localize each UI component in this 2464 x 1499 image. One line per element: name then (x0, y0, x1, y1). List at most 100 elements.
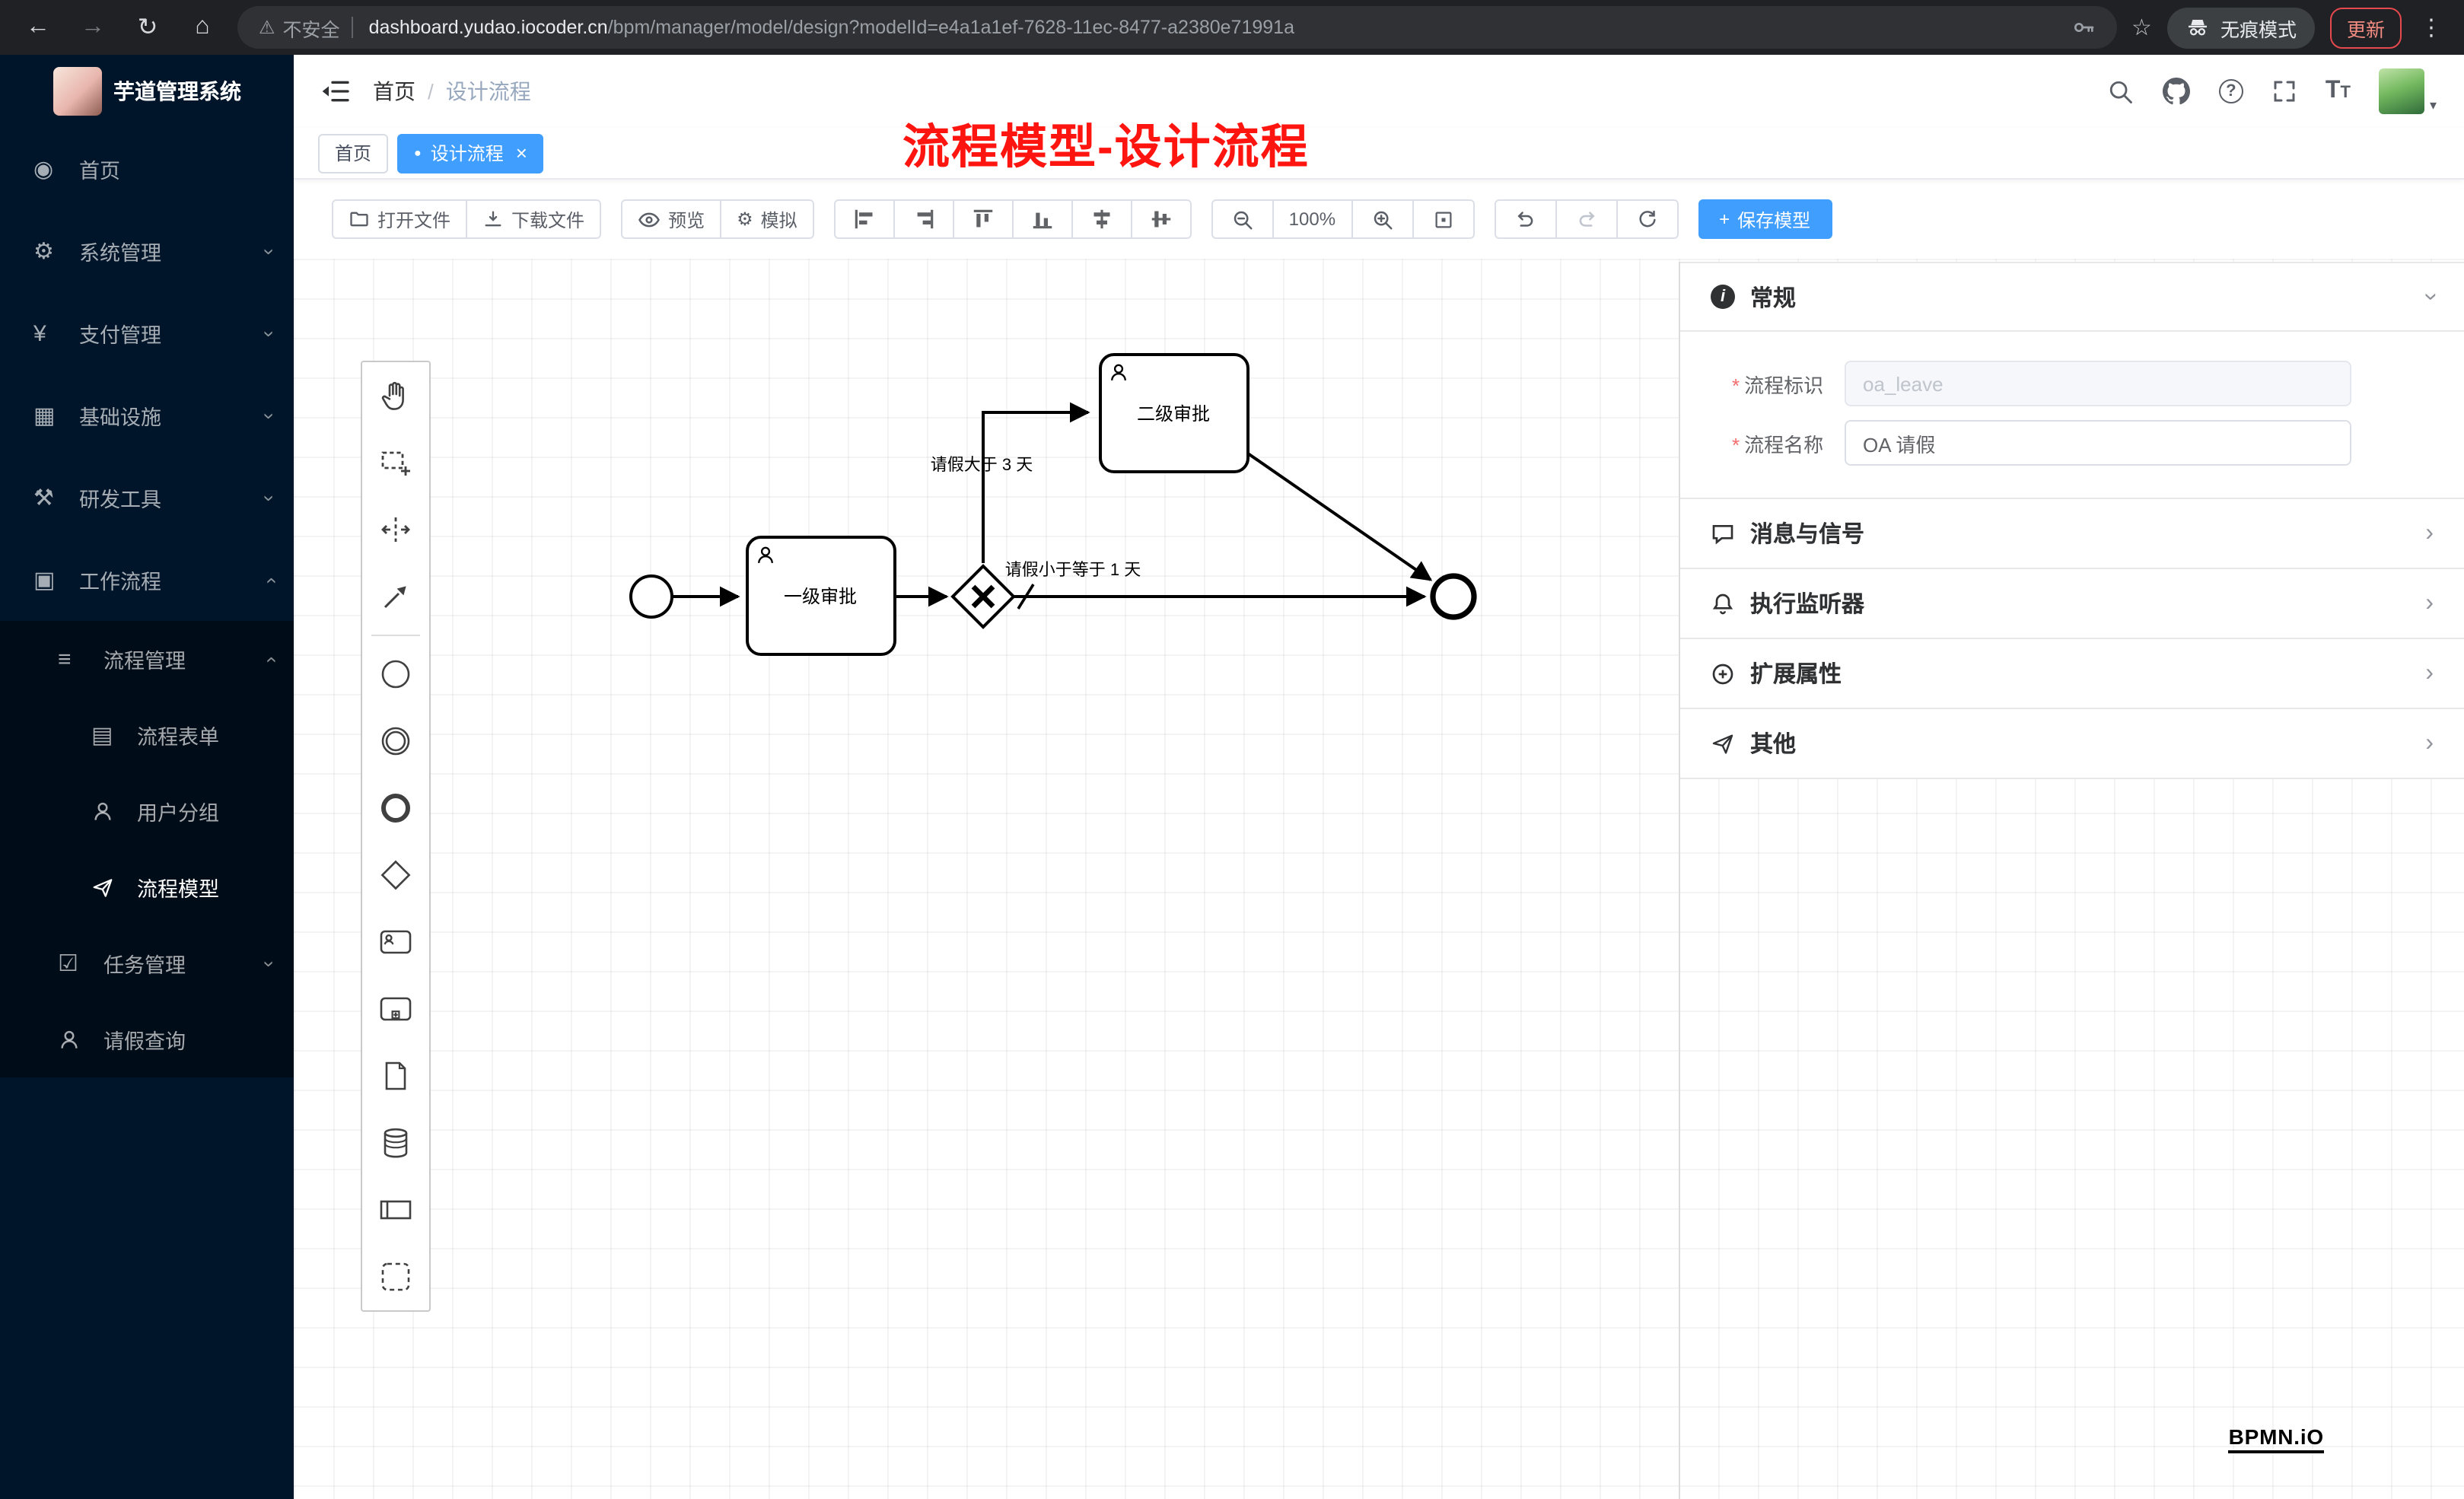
reload-icon[interactable]: ↻ (137, 15, 158, 41)
incognito-icon (2188, 20, 2207, 36)
sidebar-item-label: 系统管理 (79, 242, 161, 265)
section-execution-listener[interactable]: 执行监听器 › (1680, 569, 2464, 639)
bpmn-diagram[interactable]: 一级审批 二级审批 请假大于 3 天 请假小于等于 1 天 (294, 180, 2464, 1499)
section-message-signal[interactable]: 消息与信号 › (1680, 499, 2464, 569)
user-task-icon (380, 930, 412, 954)
sidebar-item-user-group[interactable]: 用户分组 (0, 773, 294, 849)
user-menu[interactable]: ▾ (2379, 68, 2437, 114)
hand-tool[interactable] (362, 362, 429, 429)
create-data-store[interactable] (362, 1109, 429, 1176)
user-task-level1[interactable] (746, 536, 896, 656)
save-model-button[interactable]: + 保存模型 (1698, 199, 1832, 239)
create-data-object[interactable] (362, 1042, 429, 1109)
start-event[interactable] (629, 574, 673, 619)
create-end-event[interactable] (362, 775, 429, 842)
sidebar-item-devtools[interactable]: ⚒ 研发工具 › (0, 457, 294, 539)
send-icon (1711, 731, 1735, 756)
fullscreen-icon[interactable] (2272, 79, 2297, 103)
collapse-menu-icon[interactable] (321, 76, 352, 107)
tab-design-process[interactable]: ● 设计流程 × (397, 133, 544, 173)
flow-task2-to-end[interactable] (1246, 452, 1433, 581)
sidebar-item-home[interactable]: ◉ 首页 (0, 128, 294, 210)
sidebar-item-payment[interactable]: ¥ 支付管理 › (0, 292, 294, 374)
create-subprocess[interactable] (362, 975, 429, 1042)
forward-icon[interactable]: → (81, 14, 105, 40)
end-event-icon (381, 794, 410, 823)
lasso-tool[interactable] (362, 429, 429, 496)
sidebar-item-workflow[interactable]: ▣ 工作流程 › (0, 539, 294, 621)
font-size-icon[interactable]: TT (2325, 78, 2351, 103)
help-icon[interactable]: ? (2218, 79, 2243, 103)
sidebar-item-system[interactable]: ⚙ 系统管理 › (0, 210, 294, 292)
section-extended-attributes[interactable]: 扩展属性 › (1680, 639, 2464, 709)
user-task-level2[interactable] (1099, 353, 1250, 473)
create-intermediate-event[interactable] (362, 708, 429, 775)
github-icon[interactable] (2162, 78, 2190, 105)
create-gateway[interactable] (362, 842, 429, 909)
refresh-icon (1638, 209, 1655, 227)
align-right-button[interactable] (893, 199, 954, 239)
tab-home[interactable]: 首页 (318, 133, 389, 173)
redo-button[interactable] (1555, 199, 1618, 239)
align-bottom-icon (1033, 212, 1052, 229)
open-file-button[interactable]: 打开文件 (332, 199, 468, 239)
bpmn-io-logo[interactable]: BPMN.iO (2228, 1424, 2324, 1453)
create-start-event[interactable] (362, 641, 429, 708)
zoom-in-button[interactable] (1351, 199, 1414, 239)
chevron-down-icon: › (2417, 292, 2443, 301)
section-general[interactable]: i 常规 › (1680, 262, 2464, 332)
sidebar-item-label: 流程表单 (137, 726, 219, 749)
bookmark-star-icon[interactable]: ☆ (2131, 15, 2152, 41)
section-other[interactable]: 其他 › (1680, 709, 2464, 779)
redraw-button[interactable] (1616, 199, 1679, 239)
sidebar-item-process-model[interactable]: 流程模型 (0, 849, 294, 925)
align-bottom-button[interactable] (1011, 199, 1073, 239)
end-event[interactable] (1430, 573, 1477, 620)
align-middle-button[interactable] (1130, 199, 1192, 239)
sidebar-item-label: 工作流程 (79, 571, 161, 594)
zoom-reset-button[interactable] (1412, 199, 1475, 239)
align-center-button[interactable] (1071, 199, 1132, 239)
simulate-button[interactable]: ⚙ 模拟 (720, 199, 814, 239)
sidebar-item-process-form[interactable]: ▤ 流程表单 (0, 697, 294, 773)
back-icon[interactable]: ← (26, 14, 50, 40)
process-name-input[interactable] (1845, 420, 2351, 466)
section-label: 消息与信号 (1750, 522, 1865, 548)
align-top-button[interactable] (952, 199, 1014, 239)
sidebar-item-leave-query[interactable]: 请假查询 (0, 1001, 294, 1077)
sidebar-item-process-management[interactable]: ≡ 流程管理 › (0, 621, 294, 697)
create-user-task[interactable] (362, 909, 429, 975)
preview-button[interactable]: 预览 (621, 199, 722, 239)
sidebar-item-task-management[interactable]: ☑ 任务管理 › (0, 925, 294, 1001)
global-connect-tool[interactable] (362, 563, 429, 630)
not-secure-label[interactable]: 不安全 (282, 19, 340, 40)
home-icon[interactable]: ⌂ (195, 14, 210, 40)
zoom-out-button[interactable] (1211, 199, 1274, 239)
create-participant[interactable] (362, 1176, 429, 1243)
space-tool[interactable] (362, 496, 429, 563)
search-icon[interactable] (2108, 78, 2134, 104)
task2-label: 二级审批 (1137, 404, 1210, 425)
close-icon[interactable]: × (515, 142, 527, 164)
sidebar-item-infrastructure[interactable]: ▦ 基础设施 › (0, 374, 294, 457)
create-group[interactable] (362, 1243, 429, 1310)
user-group-icon (91, 800, 122, 823)
align-left-button[interactable] (833, 199, 895, 239)
browser-menu-icon[interactable]: ⋮ (2420, 15, 2443, 41)
task1-label: 一级审批 (784, 587, 857, 607)
avatar[interactable] (2379, 68, 2425, 114)
bpmn-designer-canvas[interactable]: 一级审批 二级审批 请假大于 3 天 请假小于等于 1 天 打开文件 下载文件 (294, 180, 2464, 1499)
address-bar[interactable]: ⚠ 不安全 dashboard.yudao.iocoder.cn /bpm/ma… (237, 6, 2117, 49)
undo-button[interactable] (1494, 199, 1557, 239)
download-file-button[interactable]: 下载文件 (466, 199, 602, 239)
chevron-down-icon: › (257, 247, 281, 255)
default-flow-marker (1017, 584, 1035, 609)
flow-gateway-to-task2[interactable] (982, 402, 1090, 563)
password-key-icon[interactable] (2071, 15, 2095, 40)
tab-label: 首页 (335, 143, 372, 164)
chrome-update-button[interactable]: 更新 (2329, 7, 2402, 48)
flow-label-gt3: 请假大于 3 天 (931, 455, 1033, 474)
breadcrumb-home[interactable]: 首页 (373, 79, 415, 103)
app-logo[interactable]: 芋道管理系统 (0, 55, 294, 128)
paper-plane-icon (91, 876, 122, 899)
